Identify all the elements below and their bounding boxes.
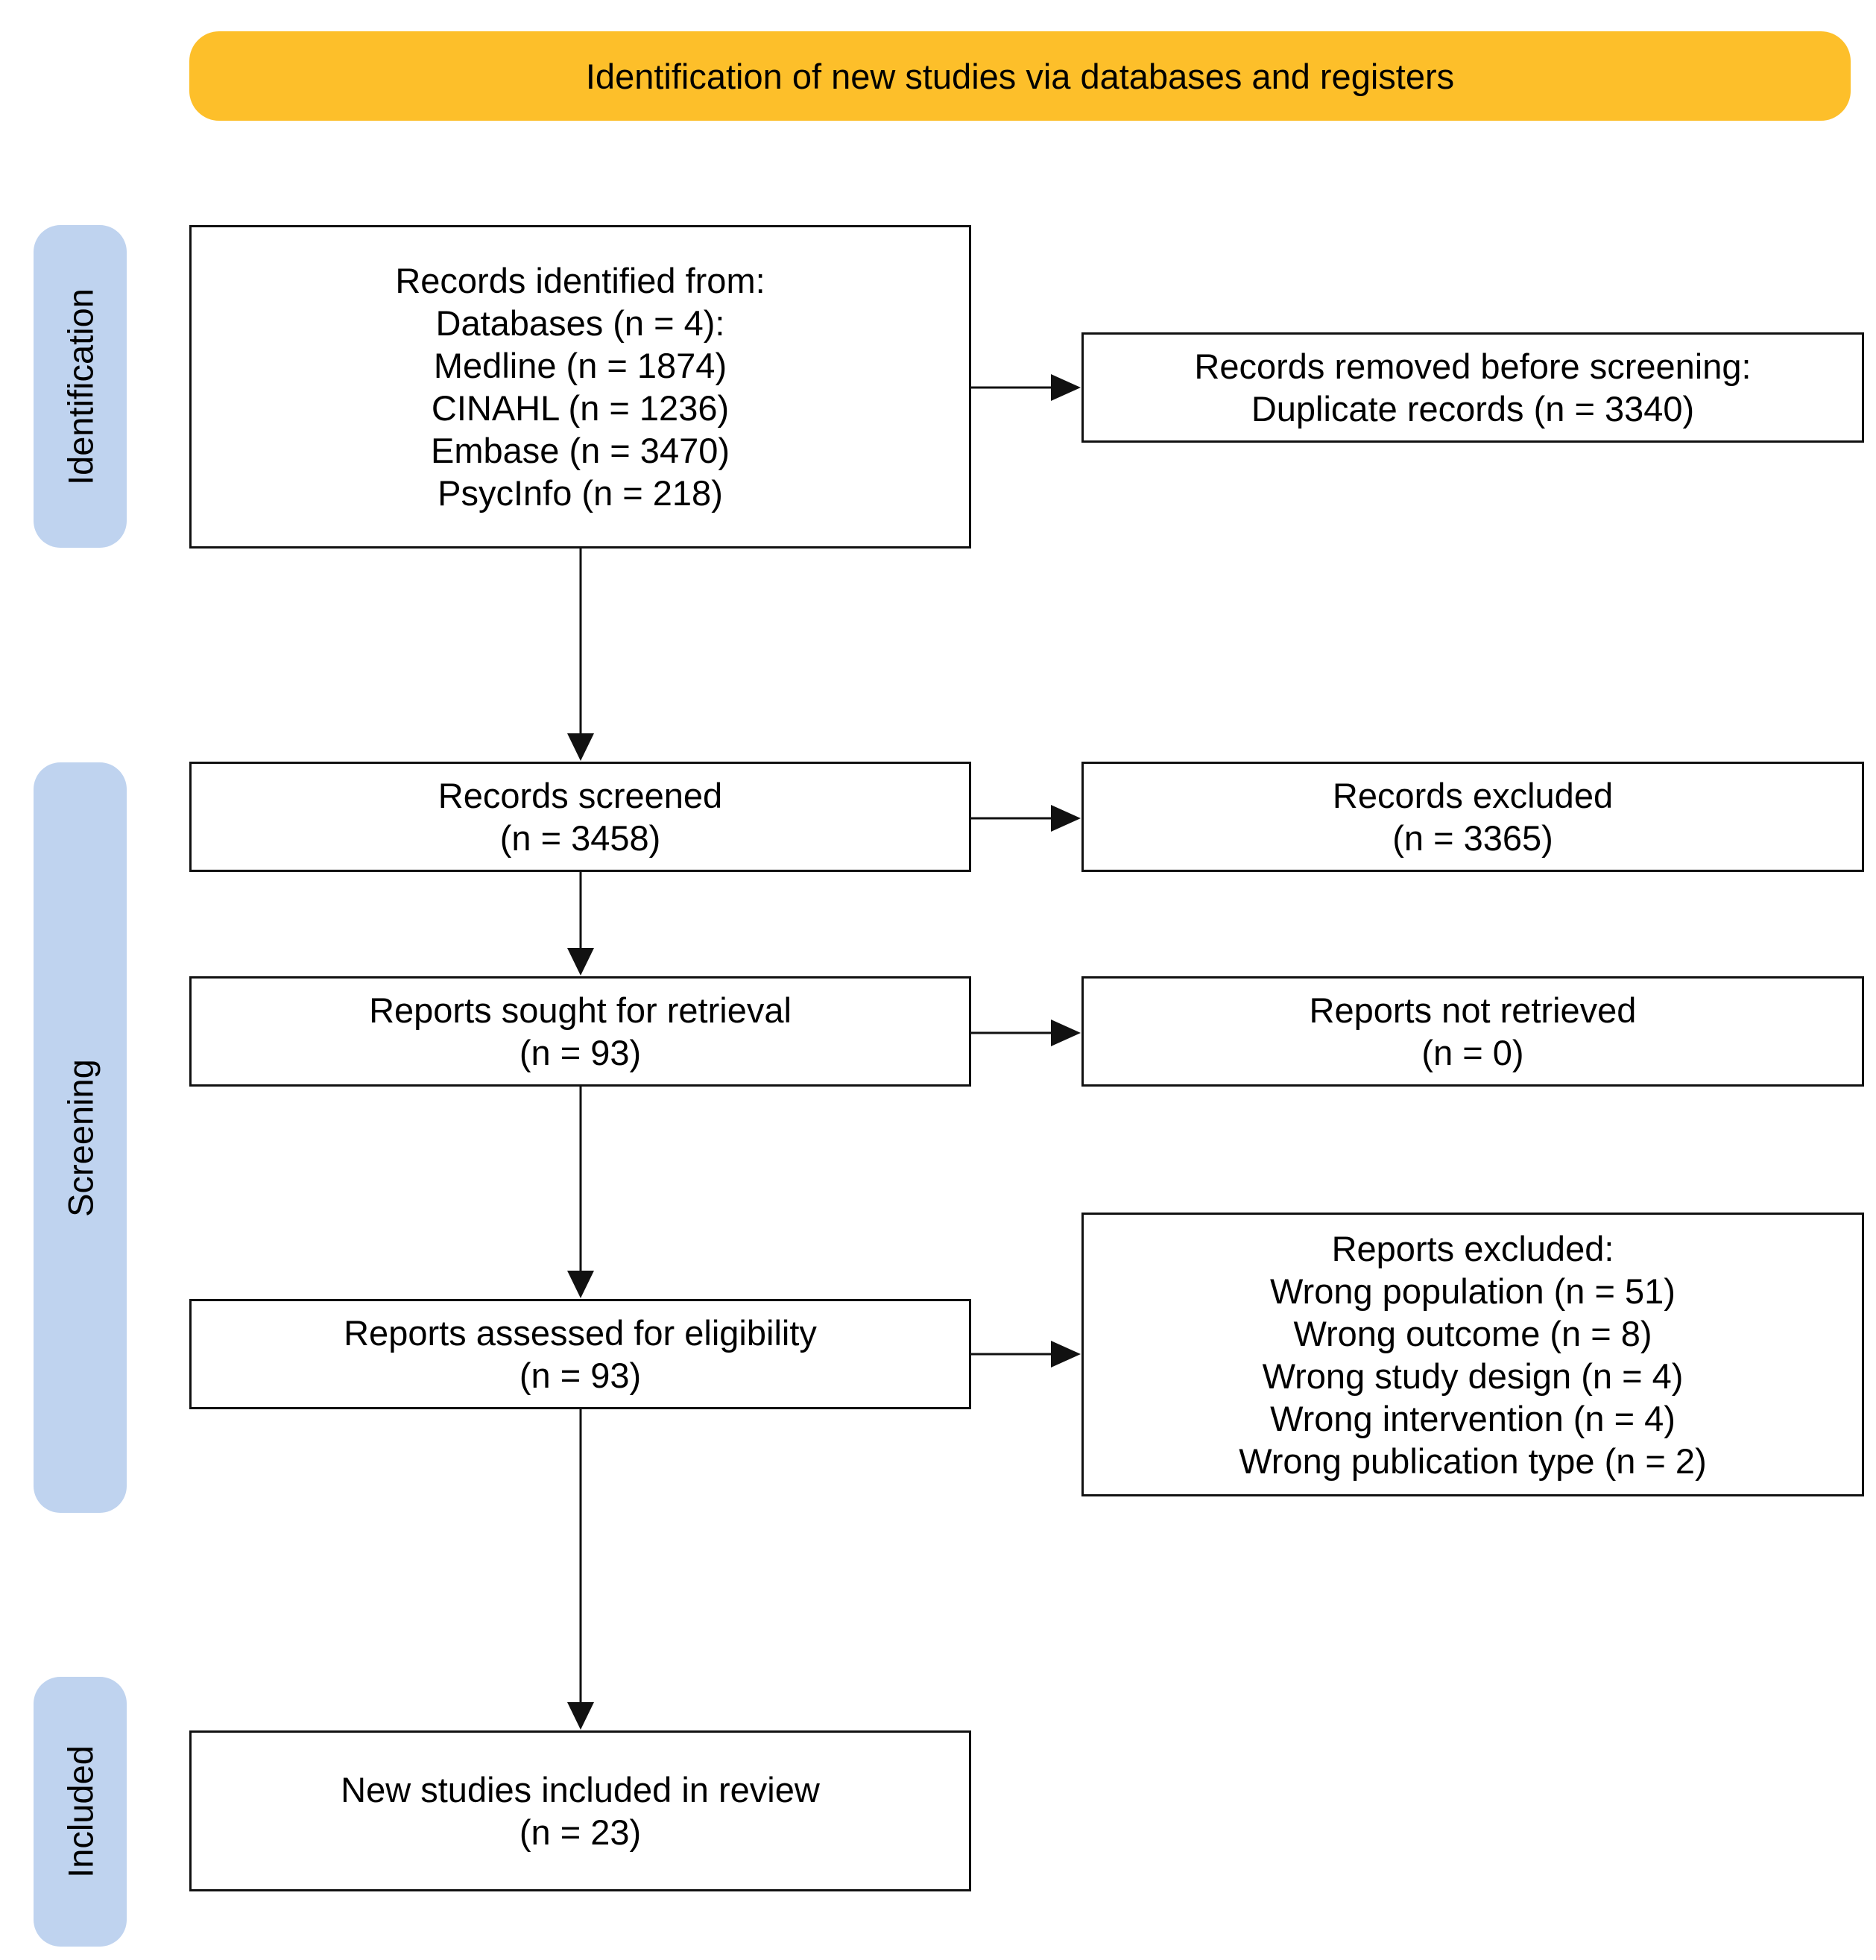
records-excluded-line: (n = 3365) <box>1392 818 1553 858</box>
arrowhead-identified-screened <box>567 733 594 761</box>
reports-not-retrieved-line: (n = 0) <box>1421 1033 1524 1072</box>
records-identified-line: Databases (n = 4): <box>435 303 725 343</box>
reports-not-retrieved-box: Reports not retrieved (n = 0) <box>1081 976 1864 1087</box>
reports-excluded-line: Wrong population (n = 51) <box>1270 1271 1676 1311</box>
reports-excluded-line: Wrong study design (n = 4) <box>1262 1356 1684 1396</box>
records-identified-line: Records identified from: <box>395 261 765 300</box>
phase-screening-label: Screening <box>60 1058 100 1217</box>
reports-assessed-line: Reports assessed for eligibility <box>344 1313 817 1353</box>
reports-excluded-line: Wrong intervention (n = 4) <box>1270 1398 1676 1438</box>
records-identified-line: Medline (n = 1874) <box>433 346 727 385</box>
reports-sought-line: Reports sought for retrieval <box>369 990 792 1030</box>
phase-included: Included <box>34 1677 127 1947</box>
reports-assessed-line: (n = 93) <box>519 1356 642 1395</box>
arrowhead-sought-assessed <box>567 1271 594 1298</box>
reports-excluded-line: Wrong publication type (n = 2) <box>1239 1441 1707 1481</box>
phase-included-label: Included <box>60 1745 100 1878</box>
studies-included-line: (n = 23) <box>519 1812 642 1852</box>
reports-excluded-line: Wrong outcome (n = 8) <box>1293 1313 1652 1353</box>
records-identified-line: PsycInfo (n = 218) <box>438 473 723 513</box>
records-removed-line: Duplicate records (n = 3340) <box>1251 389 1695 429</box>
records-excluded-line: Records excluded <box>1332 776 1614 815</box>
records-identified-box: Records identified from: Databases (n = … <box>189 225 971 549</box>
phase-identification: Identification <box>34 225 127 548</box>
arrowhead-screened-excluded <box>1051 805 1081 832</box>
reports-not-retrieved-line: Reports not retrieved <box>1309 990 1637 1030</box>
records-removed-line: Records removed before screening: <box>1194 347 1752 386</box>
records-identified-line: CINAHL (n = 1236) <box>431 388 730 428</box>
studies-included-box: New studies included in review (n = 23) <box>189 1730 971 1891</box>
arrowhead-screened-sought <box>567 948 594 976</box>
records-screened-line: (n = 3458) <box>499 818 661 858</box>
header-banner: Identification of new studies via databa… <box>189 31 1851 121</box>
header-banner-label: Identification of new studies via databa… <box>585 56 1455 96</box>
reports-excluded-box: Reports excluded: Wrong population (n = … <box>1081 1213 1864 1496</box>
arrowhead-identified-removed <box>1051 374 1081 401</box>
records-removed-box: Records removed before screening: Duplic… <box>1081 332 1864 443</box>
arrowhead-assessed-excluded <box>1051 1341 1081 1368</box>
records-identified-line: Embase (n = 3470) <box>430 431 730 470</box>
reports-sought-box: Reports sought for retrieval (n = 93) <box>189 976 971 1087</box>
reports-sought-line: (n = 93) <box>519 1033 642 1072</box>
phase-identification-label: Identification <box>60 288 100 485</box>
records-screened-line: Records screened <box>438 776 723 815</box>
reports-excluded-line: Reports excluded: <box>1331 1228 1614 1268</box>
studies-included-line: New studies included in review <box>341 1770 820 1809</box>
reports-assessed-box: Reports assessed for eligibility (n = 93… <box>189 1299 971 1409</box>
phase-screening: Screening <box>34 762 127 1513</box>
records-screened-box: Records screened (n = 3458) <box>189 762 971 872</box>
arrowhead-assessed-included <box>567 1702 594 1730</box>
records-excluded-box: Records excluded (n = 3365) <box>1081 762 1864 872</box>
arrowhead-sought-not-retrieved <box>1051 1019 1081 1046</box>
